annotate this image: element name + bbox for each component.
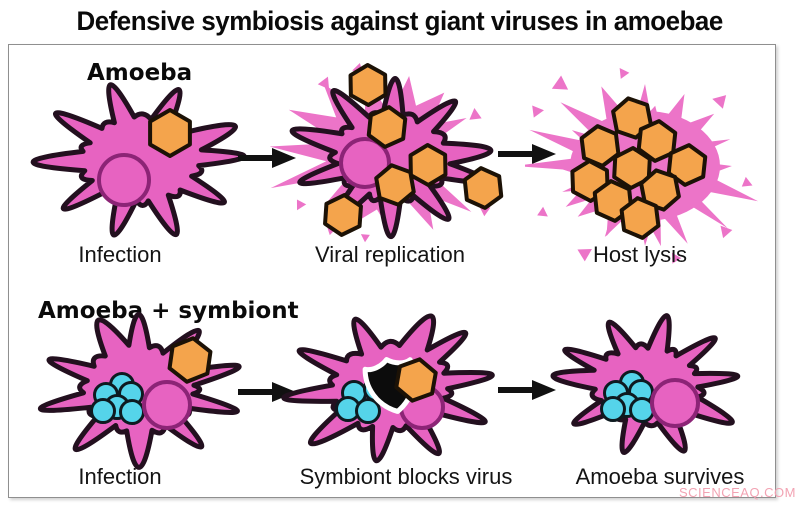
figure-title: Defensive symbiosis against giant viruse… xyxy=(0,6,800,37)
splash-fragment xyxy=(712,95,727,109)
splash-fragment xyxy=(317,76,330,90)
arrow-right-icon xyxy=(238,148,296,168)
arrow-glyph xyxy=(238,148,296,168)
illustration-host-lysis xyxy=(525,68,759,264)
caption-host-lysis: Host lysis xyxy=(592,242,688,267)
virus-hexagon-icon xyxy=(639,168,681,212)
symbiont-icon xyxy=(119,399,145,425)
virus-hexagon-icon xyxy=(323,193,363,237)
arrow-right-icon xyxy=(498,380,556,400)
illustration-symbiont-infection xyxy=(37,312,242,470)
arrow-glyph xyxy=(498,144,556,164)
illustration-amoeba-survives xyxy=(550,313,741,455)
virus-hexagon-icon xyxy=(636,119,678,163)
caption-symbiont-blocks-virus: Symbiont blocks virus xyxy=(299,464,513,489)
symbiont-icon xyxy=(90,398,116,424)
virus-hexagon-icon xyxy=(612,146,652,190)
section-label-amoeba-symbiont: Amoeba + symbiont xyxy=(38,298,299,324)
figure-title-text: Defensive symbiosis against giant viruse… xyxy=(76,6,724,36)
virus-hexagon-icon xyxy=(148,108,192,158)
watermark: SCIENCEAQ.COM xyxy=(678,485,796,500)
splash-fragment xyxy=(619,68,630,79)
splash-fragment xyxy=(577,249,592,262)
splash-fragment xyxy=(551,75,569,90)
splash-fragment xyxy=(479,206,491,217)
illustration-symbiont-blocks-virus xyxy=(281,313,495,464)
virus-hexagon-icon xyxy=(408,143,448,187)
arrow-glyph xyxy=(498,380,556,400)
virus-hexagon-icon xyxy=(366,105,408,149)
virus-hexagon-icon xyxy=(619,196,661,240)
nucleus xyxy=(97,153,151,207)
nucleus xyxy=(142,380,192,430)
splash-fragment xyxy=(741,176,753,187)
splash-fragment xyxy=(469,108,482,120)
splash-fragment xyxy=(532,105,544,118)
virus-hexagon-icon xyxy=(462,166,504,210)
caption-viral-replication: Viral replication xyxy=(314,242,465,267)
illustration-amoeba-infection xyxy=(30,82,247,238)
arrow-right-icon xyxy=(498,144,556,164)
virus-hexagon-icon xyxy=(394,357,438,403)
virus-hexagon-icon xyxy=(666,143,708,187)
nucleus xyxy=(650,378,700,428)
splash-fragment xyxy=(296,199,307,211)
splash-fragment xyxy=(360,234,370,243)
virus-hexagon-icon xyxy=(348,63,388,107)
symbiont-icon xyxy=(355,398,381,424)
amoeba-cell xyxy=(289,76,494,239)
symbiont-icon xyxy=(600,396,626,422)
virus-hexagon-icon xyxy=(167,336,213,384)
illustration-viral-replication xyxy=(270,62,504,243)
caption-amoeba-survives: Amoeba survives xyxy=(575,464,745,489)
section-label-amoeba: Amoeba xyxy=(87,60,193,86)
caption-infection-symbiont: Infection xyxy=(78,464,162,489)
splash-fragment xyxy=(672,252,682,264)
splash-fragment xyxy=(720,225,733,239)
caption-infection: Infection xyxy=(78,242,162,267)
virus-hexagon-icon xyxy=(374,163,416,207)
splash-fragment xyxy=(537,206,548,217)
